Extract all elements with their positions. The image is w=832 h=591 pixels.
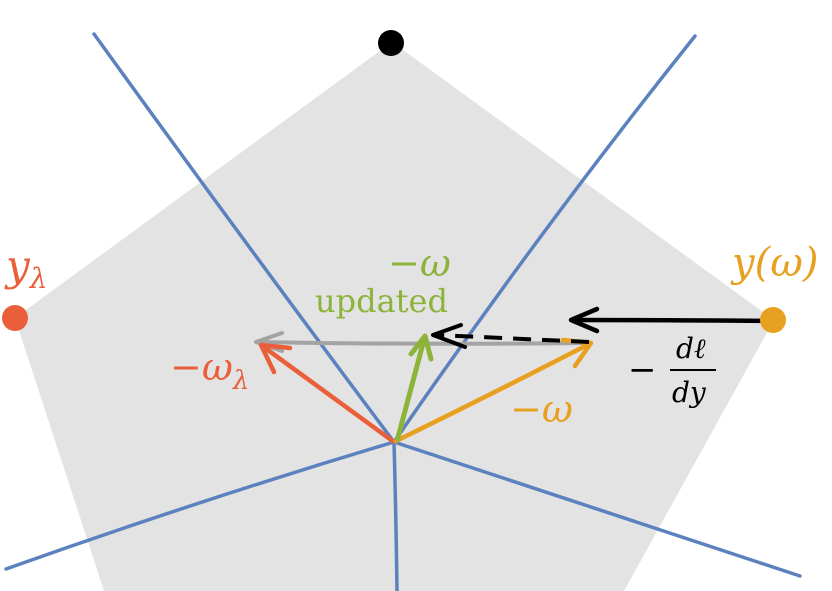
neg-omega-updated-label: −ω	[388, 241, 451, 285]
boundary-line-upper-right	[392, 34, 697, 444]
dashed-gradient-arrowhead	[431, 323, 467, 349]
neg-omega-label: −ω	[510, 387, 573, 431]
y-lambda-point	[2, 305, 28, 331]
boundary-line-bottom	[392, 440, 399, 591]
neg-omega-lambda-label: −ωλ	[170, 345, 249, 396]
green-arrow	[394, 335, 428, 442]
boundary-line-upper-left	[92, 32, 396, 444]
green-arrowhead	[408, 333, 434, 362]
boundary-line-lower-right	[392, 440, 802, 578]
y-omega-point	[760, 307, 786, 333]
gradient-minus: −	[628, 350, 657, 390]
y-lambda-label: yλ	[4, 241, 47, 295]
updated-label: updated	[315, 282, 448, 320]
yellow-arrow	[393, 341, 593, 445]
boundary-lines	[4, 32, 802, 591]
gradient-arrow	[570, 317, 771, 324]
gradient-label: − dℓ dy	[628, 332, 716, 409]
gradient-denominator: dy	[672, 376, 707, 409]
top-vertex-point	[378, 30, 404, 56]
boundary-line-lower-left	[4, 440, 396, 571]
y-omega-label: y(ω)	[730, 240, 818, 286]
orange-arrow	[259, 343, 396, 444]
dashed-gradient-arrow	[436, 333, 590, 344]
orange-arrowhead	[258, 342, 293, 375]
gradient-numerator: dℓ	[676, 332, 706, 365]
feasible-region	[15, 42, 774, 591]
gradient-arrowhead	[568, 306, 600, 334]
